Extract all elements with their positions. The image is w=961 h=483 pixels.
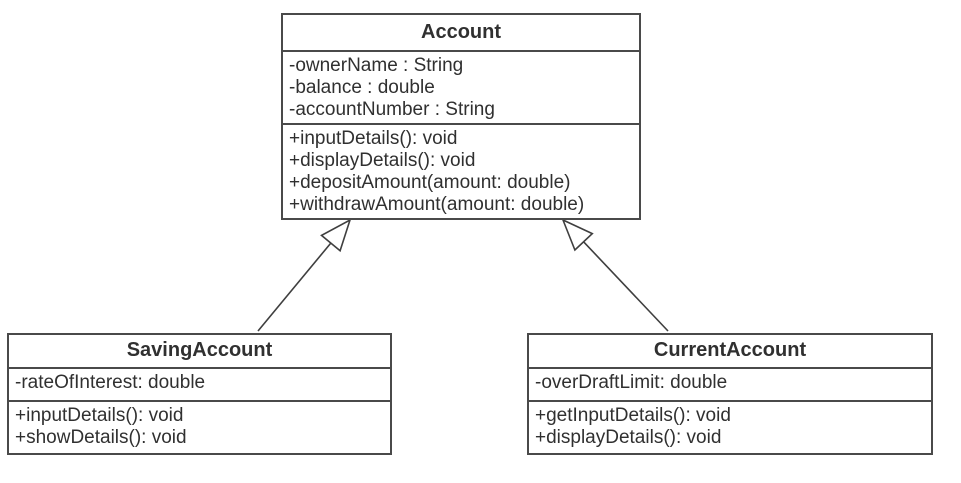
methods-compartment: +inputDetails(): void +displayDetails():… — [283, 125, 639, 218]
class-method: +withdrawAmount(amount: double) — [289, 194, 585, 215]
class-name: CurrentAccount — [529, 335, 931, 369]
hollow-triangle-arrowhead — [320, 218, 352, 253]
class-name: SavingAccount — [9, 335, 390, 369]
class-method: +getInputDetails(): void — [535, 405, 731, 426]
class-name: Account — [283, 15, 639, 52]
class-method: +inputDetails(): void — [15, 405, 184, 426]
methods-compartment: +getInputDetails(): void +displayDetails… — [529, 402, 931, 453]
class-attribute: -accountNumber : String — [289, 99, 495, 120]
class-method: +displayDetails(): void — [289, 150, 476, 171]
generalization-arrow-currentaccount-to-account — [561, 218, 669, 332]
class-method: +inputDetails(): void — [289, 128, 458, 149]
attributes-compartment: -ownerName : String -balance : double -a… — [283, 52, 639, 125]
class-method: +displayDetails(): void — [535, 427, 722, 448]
class-box-savingaccount: SavingAccount -rateOfInterest: double +i… — [7, 333, 392, 455]
class-method: +showDetails(): void — [15, 427, 187, 448]
class-box-currentaccount: CurrentAccount -overDraftLimit: double +… — [527, 333, 933, 455]
attributes-compartment: -rateOfInterest: double — [9, 369, 390, 402]
class-method: +depositAmount(amount: double) — [289, 172, 571, 193]
generalization-arrow-savingaccount-to-account — [257, 218, 352, 332]
hollow-triangle-arrowhead — [561, 218, 594, 252]
class-attribute: -overDraftLimit: double — [535, 372, 728, 393]
class-attribute: -balance : double — [289, 77, 435, 98]
class-attribute: -rateOfInterest: double — [15, 372, 206, 393]
class-attribute: -ownerName : String — [289, 55, 464, 76]
methods-compartment: +inputDetails(): void +showDetails(): vo… — [9, 402, 390, 453]
attributes-compartment: -overDraftLimit: double — [529, 369, 931, 402]
class-box-account: Account -ownerName : String -balance : d… — [281, 13, 641, 220]
